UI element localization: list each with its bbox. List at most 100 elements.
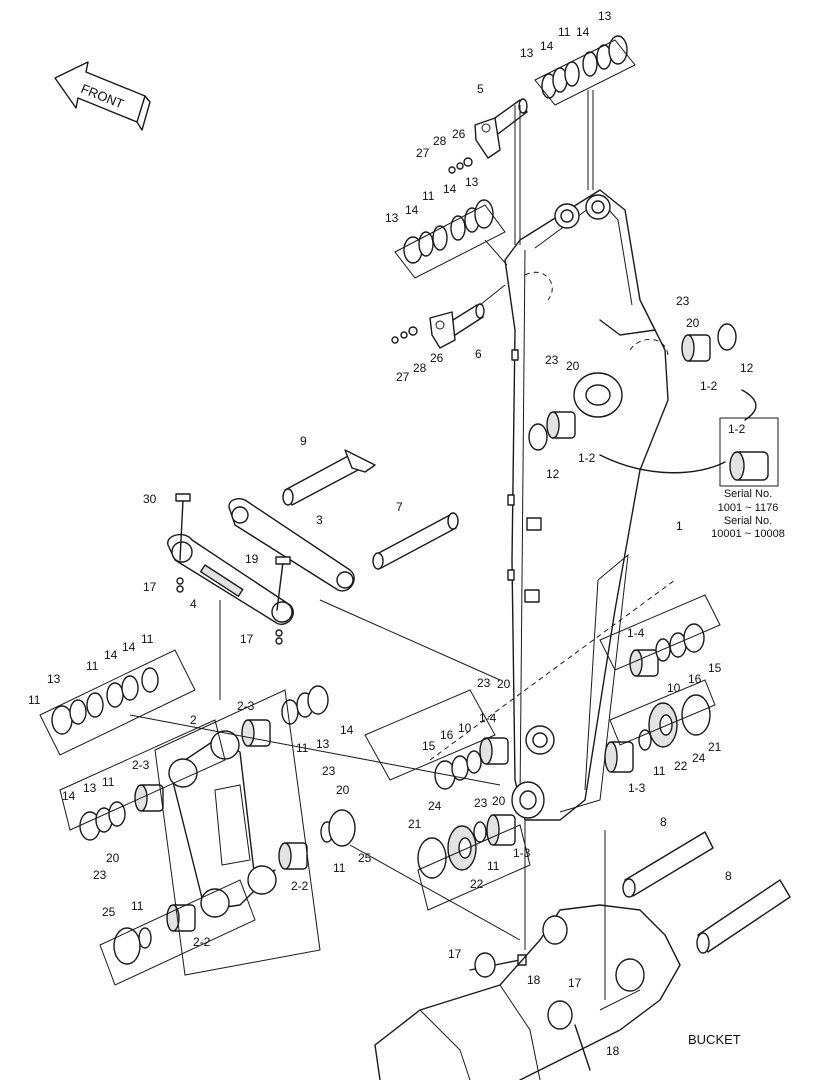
bushing-2-3-lower [134, 784, 164, 812]
bushings [134, 334, 769, 932]
ring-group-top-1 [541, 35, 628, 99]
callout: 17 [143, 580, 157, 594]
callout: 20 [492, 794, 506, 808]
callout: 2 [190, 713, 197, 727]
callout: 8 [725, 869, 732, 883]
callout: 14 [405, 203, 419, 217]
callout: 1 [676, 519, 683, 533]
callout: 18 [527, 973, 541, 987]
callout: 30 [143, 492, 157, 506]
callout: 1-2 [578, 451, 596, 465]
callout: 2-3 [237, 699, 255, 713]
callout: 18 [606, 1044, 620, 1058]
callout: 20 [106, 851, 120, 865]
callout: 13 [316, 737, 330, 751]
callout: 15 [422, 739, 436, 753]
bucket-label: BUCKET [688, 1032, 741, 1047]
callout: 12 [740, 361, 754, 375]
callout: 23 [93, 868, 107, 882]
callout: 11 [102, 775, 115, 789]
callout: 13 [47, 672, 61, 686]
link-3 [228, 498, 355, 592]
bushing-1-4-right [629, 649, 659, 677]
callout: 2-2 [291, 879, 309, 893]
callout: 2-3 [132, 758, 150, 772]
bushing-2-2-upper [278, 842, 308, 870]
callout: 14 [443, 182, 457, 196]
callout: 17 [448, 947, 462, 961]
callout: 10 [458, 721, 472, 735]
callout: 1-3 [628, 781, 646, 795]
callout: 24 [692, 751, 706, 765]
callout: 14 [122, 640, 136, 654]
callout: 11 [333, 861, 346, 875]
callout: 23 [477, 676, 491, 690]
callout: 8 [660, 815, 667, 829]
callout: 14 [340, 723, 354, 737]
inset-serial-note: Serial No. 1001 ~ 1176 Serial No. 10001 … [711, 488, 785, 540]
callouts: 13 14 11 14 13 5 26 28 27 13 14 11 14 13… [28, 9, 754, 1058]
pin-8-lower [696, 879, 791, 954]
ring-12-upper [717, 323, 737, 351]
callout: 1-4 [627, 626, 645, 640]
callout: 22 [470, 877, 484, 891]
callout: 6 [475, 347, 482, 361]
callout: 3 [316, 513, 323, 527]
callout: 22 [674, 759, 688, 773]
front-arrow-icon: FRONT [54, 61, 151, 131]
bushing-2-2-lower [166, 904, 196, 932]
callout: 5 [477, 82, 484, 96]
bucket-outline [374, 904, 681, 1080]
leader-lines [129, 90, 757, 1011]
link-2 [168, 730, 277, 918]
callout: 11 [653, 764, 666, 778]
callout: 17 [568, 976, 582, 990]
pin-7 [372, 512, 459, 570]
callout: 23 [545, 353, 559, 367]
callout: 14 [104, 648, 118, 662]
callout: 25 [102, 905, 116, 919]
callout: 21 [408, 817, 422, 831]
serial-line-3: Serial No. [724, 515, 772, 527]
bushing-1-3-left [486, 814, 516, 846]
callout: 20 [566, 359, 580, 373]
callout: 9 [300, 434, 307, 448]
callout: 10 [667, 681, 681, 695]
callout: 26 [430, 351, 444, 365]
callout: 16 [688, 672, 702, 686]
callout: 14 [576, 25, 590, 39]
bushing-1-2-upper [681, 334, 711, 362]
callout: 13 [83, 781, 97, 795]
ring-12-lower [528, 423, 548, 451]
group-frames [39, 39, 779, 986]
callout: 27 [416, 146, 430, 160]
bushing-1-2-lower [546, 411, 576, 439]
callout: 23 [474, 796, 488, 810]
callout: 27 [396, 370, 410, 384]
callout: 11 [422, 189, 435, 203]
callout: 24 [428, 799, 442, 813]
callout: 2-2 [193, 935, 211, 949]
callout: 11 [131, 899, 144, 913]
callout: 1-2 [700, 379, 718, 393]
callout: 23 [676, 294, 690, 308]
callout: 16 [440, 728, 454, 742]
serial-line-2: 1001 ~ 1176 [718, 502, 779, 514]
bushing-1-4-left [479, 737, 509, 765]
callout: 11 [558, 25, 571, 39]
callout: 4 [190, 597, 197, 611]
callout: 11 [487, 859, 500, 873]
callout: 26 [452, 127, 466, 141]
serial-line-1: Serial No. [724, 488, 772, 500]
ring-group-2-3 [281, 685, 329, 725]
callout: 25 [358, 851, 372, 865]
pin-5 [474, 98, 528, 159]
callout: 21 [708, 740, 722, 754]
callout: 19 [245, 552, 259, 566]
callout: 20 [686, 316, 700, 330]
bushing-1-3-right [604, 741, 634, 773]
inset-part-label: 1-2 [728, 422, 746, 436]
flange-22-left [447, 825, 477, 871]
inset-bushing-1-2 [729, 451, 769, 481]
